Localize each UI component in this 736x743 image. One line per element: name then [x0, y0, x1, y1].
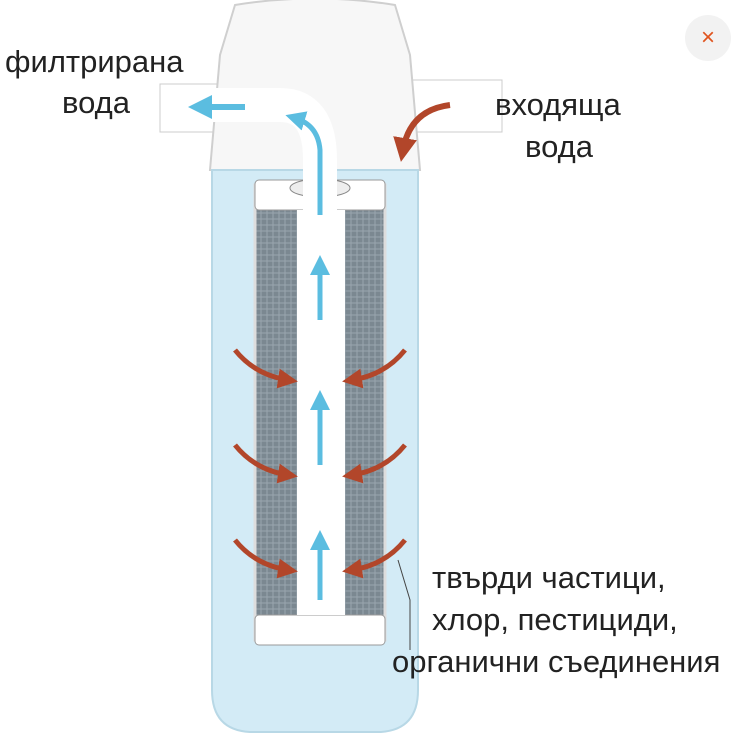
housing-cap — [208, 0, 422, 171]
close-icon: × — [700, 24, 715, 51]
outflow-arrow — [285, 111, 323, 215]
inlet-pipe — [409, 79, 503, 133]
label-contaminants-3: органични съединения — [392, 644, 720, 679]
inflow-arrow — [393, 102, 451, 162]
label-incoming-water-2: вода — [525, 129, 594, 164]
label-filtered-water-2: вода — [62, 85, 131, 120]
label-filtered-water: филтрирана — [5, 44, 184, 79]
label-contaminants-2: хлор, пестициди, — [432, 602, 678, 637]
close-button[interactable]: × — [685, 15, 731, 61]
label-incoming-water: входяща — [495, 87, 622, 122]
inward-arrows — [233, 348, 407, 579]
label-contaminants-1: твърди частици, — [432, 560, 666, 595]
